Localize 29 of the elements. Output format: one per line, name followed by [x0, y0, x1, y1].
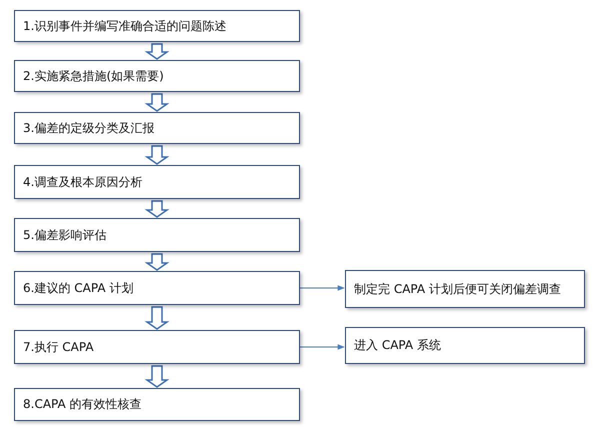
- process-box: [14, 10, 300, 42]
- box-label: 8.CAPA 的有效性核查: [23, 396, 142, 413]
- arrow: [300, 344, 345, 350]
- box-label: 7.执行 CAPA: [23, 338, 94, 356]
- process-box: [14, 330, 300, 364]
- box-label: 3.偏差的定级分类及汇报: [23, 120, 154, 136]
- box-label: 进入 CAPA 系统: [354, 337, 441, 354]
- block-arrow: [144, 200, 170, 218]
- box-label: 2.实施紧急措施(如果需要): [23, 68, 164, 84]
- block-arrow: [144, 306, 170, 330]
- process-box: [14, 165, 300, 199]
- box-label: 5.偏差影响评估: [23, 226, 106, 244]
- block-arrow: [144, 43, 170, 60]
- process-box: [14, 271, 300, 305]
- process-box: [14, 388, 300, 421]
- block-arrow: [144, 93, 170, 112]
- block-arrow: [144, 365, 170, 388]
- box-label: 6.建议的 CAPA 计划: [23, 280, 134, 296]
- box-label: 制定完 CAPA 计划后便可关闭偏差调查: [354, 280, 561, 298]
- arrow: [300, 285, 345, 291]
- process-box: [345, 270, 585, 308]
- box-label: 1.识别事件并编写准确合适的问题陈述: [23, 18, 226, 34]
- process-box: [14, 112, 300, 144]
- process-box: [14, 218, 300, 252]
- box-label: 4.调查及根本原因分析: [23, 174, 142, 190]
- process-box: [345, 327, 585, 364]
- block-arrow: [144, 145, 170, 165]
- block-arrow: [144, 253, 170, 271]
- process-box: [14, 60, 300, 92]
